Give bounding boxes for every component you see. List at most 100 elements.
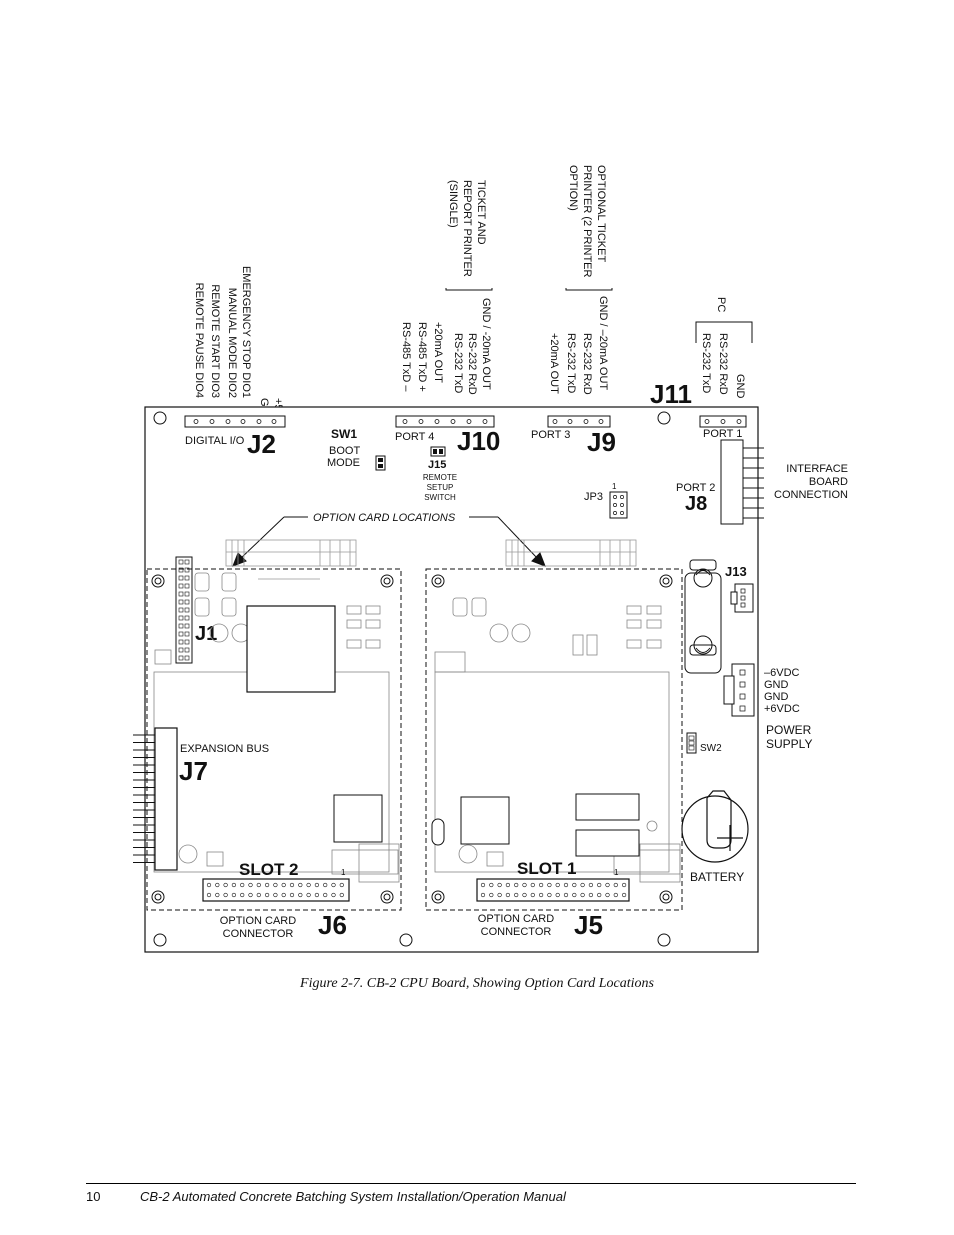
j1-pin [184,647,190,653]
j5-pin [555,882,560,888]
j6-pin [314,892,320,898]
jp3-designator: JP3 [584,491,603,503]
mounting-hole [657,411,671,425]
j11-bracket [695,321,753,343]
j1-pin [184,583,190,589]
j5-pin [588,892,594,898]
page-number: 10 [86,1189,101,1204]
j6-pin [273,892,278,898]
j1-pin [184,655,190,661]
j5-pin [563,892,569,898]
j6-pin [256,892,261,898]
j1-pin [184,599,190,605]
sw1-label: BOOT [329,445,360,457]
j6-pin [240,892,245,898]
fuse-holder [684,559,722,674]
jp3-jumper [609,491,628,519]
j11-designator: J11 [650,379,692,409]
j6-pin [265,892,270,898]
j11-pin-label: RS-232 RxD [717,333,729,395]
sw2-designator: SW2 [700,743,722,754]
power-supply-label: POWER [766,723,812,737]
j11-pin-label: RS-232 TxD [700,333,712,393]
slot-1-crystal [431,818,445,846]
j1-pin [178,655,184,661]
j9-labels: OPTIONAL TICKET PRINTER (2 PRINTER OPTIO… [548,165,613,395]
j6-pin [339,882,344,888]
j6-label: CONNECTOR [223,928,294,940]
j8-label: BOARD [809,476,848,488]
mounting-hole [153,411,167,425]
power-supply-label: SUPPLY [766,737,812,751]
j6-pin [248,882,253,888]
sw1-label: MODE [327,457,360,469]
j5-pin [522,882,527,888]
j6-pin [306,892,311,898]
j5-pin [514,882,519,888]
j1-connector [175,556,193,664]
j9-group-label: PRINTER (2 PRINTER [581,165,593,278]
j5-pin [480,882,486,888]
j6-pin [231,882,236,888]
j8-designator: J8 [685,493,707,515]
j6-pin [281,892,286,898]
j5-pin [555,892,560,898]
j5-pin [538,882,544,888]
j6-pin [240,882,245,888]
power-pin-label: GND [764,691,789,703]
slot-1-mount-holes [431,574,673,904]
j5-pin [621,892,627,898]
j9-pin-label: RS-232 RxD [581,333,593,395]
j6-pin [289,892,295,898]
j5-pin [522,892,527,898]
j6-pin [323,882,328,888]
j5-pin [597,892,602,898]
slot-1-outline [425,568,683,911]
j1-pin [178,559,184,565]
j2-pin-label: REMOTE PAUSE DIO4 [193,283,205,398]
j1-pin [178,583,184,589]
mounting-holes [153,411,671,947]
j6-pin [314,882,320,888]
option-card-locations-label: OPTION CARD LOCATIONS [313,512,456,524]
j15-label: SETUP [427,483,454,492]
j6-pin [281,882,286,888]
power-pin-label: +6VDC [764,703,800,715]
j13-connector [730,583,754,613]
j10-bracket [445,288,493,291]
j5-pin [530,882,535,888]
j10-pin-label: RS-485 TxD + [416,322,428,392]
slot-2-outline [146,568,402,911]
j5-pin [572,882,577,888]
j1-pin [184,575,190,581]
j1-pin [178,599,184,605]
j6-pin [298,892,303,898]
slot-1-components [434,597,681,883]
j8-connector [720,439,764,525]
j6-pin [339,892,344,898]
j5-pin [505,892,511,898]
j1-pin [184,591,190,597]
heatsink-right [505,539,637,567]
j1-pin [184,631,190,637]
slot-1-pin1: 1 [614,868,619,877]
j6-label: OPTION CARD [220,915,296,927]
j10-pin-label: RS-485 TxD – [400,322,412,392]
j10-group-label: (SINGLE) [447,180,459,228]
j5-pin [580,892,585,898]
j9-pin-label: +20mA OUT [548,333,560,394]
j6-pin [331,882,336,888]
j10-pin-label: RS-232 RxD [466,333,478,395]
j5-pin [547,882,552,888]
j6-pin [323,892,328,898]
j9-group-label: OPTIONAL TICKET [595,165,607,262]
j11-connector [699,415,747,428]
j5-pin [497,882,502,888]
j5-pin [613,892,618,898]
j5-pin [605,882,610,888]
slot-2-chip [246,605,336,693]
j6-pin [298,882,303,888]
j5-pin [489,892,494,898]
j9-group-label: OPTION) [567,165,579,211]
j5-pin [514,892,519,898]
